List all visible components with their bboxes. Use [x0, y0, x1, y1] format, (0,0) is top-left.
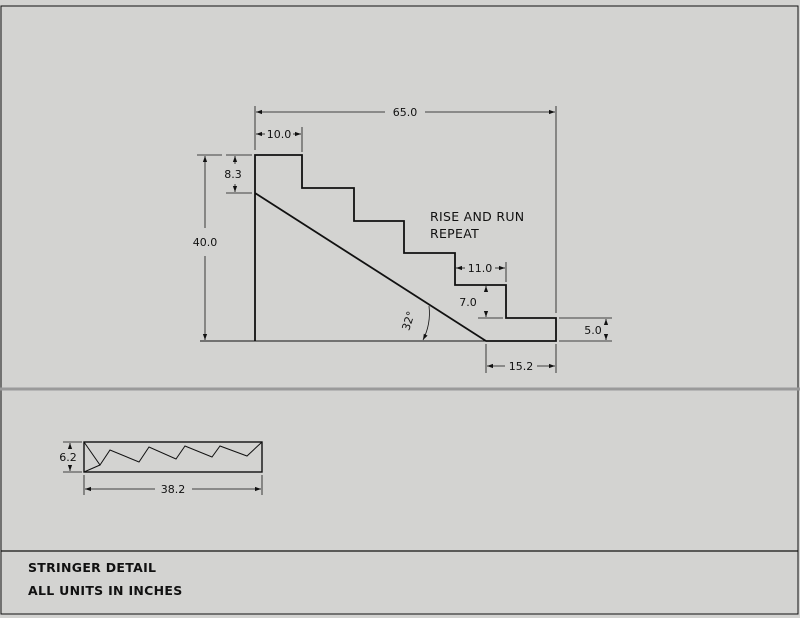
units-note: ALL UNITS IN INCHES	[28, 583, 183, 598]
dim-label-overall-height: 40.0	[193, 236, 218, 249]
dimension-angle: 32°	[399, 305, 430, 341]
dim-label-bottom-run: 15.2	[509, 360, 534, 373]
sheet-border	[0, 5, 799, 615]
note-rise-run-line1: RISE AND RUN	[430, 209, 524, 224]
dimension-overall-length: 65.0	[254, 106, 557, 313]
title-block: STRINGER DETAIL ALL UNITS IN INCHES	[28, 560, 183, 598]
stringer-profile-view: 65.0 10.0 8.3 40.0 RISE AND RUN REPEAT	[193, 106, 612, 373]
dimension-tread: 11.0	[456, 262, 507, 282]
dim-label-riser: 7.0	[459, 296, 477, 309]
dim-label-top-riser: 8.3	[224, 168, 242, 181]
board-outline	[83, 441, 263, 473]
dimension-board-width: 6.2	[59, 441, 82, 473]
dimension-bottom-run: 15.2	[485, 344, 557, 373]
dim-label-tread: 11.0	[468, 262, 493, 275]
drawing-title: STRINGER DETAIL	[28, 560, 156, 575]
dim-label-overall-length: 65.0	[393, 106, 418, 119]
stringer-cut-line-top	[83, 441, 263, 466]
note-rise-run-line2: REPEAT	[430, 226, 479, 241]
dimension-board-length: 38.2	[83, 475, 263, 496]
dimension-riser: 7.0	[459, 286, 503, 319]
dim-label-bottom-height: 5.0	[584, 324, 602, 337]
stringer-cut-line-bottom	[83, 442, 101, 473]
dim-label-board-width: 6.2	[59, 451, 77, 464]
dim-label-board-length: 38.2	[161, 483, 186, 496]
dimension-top-tread: 10.0	[256, 127, 303, 152]
dim-label-angle: 32°	[399, 310, 417, 333]
dimension-bottom-height: 5.0	[559, 317, 612, 342]
dimension-top-riser: 8.3	[224, 154, 252, 194]
cutting-layout-view: 6.2 38.2	[59, 441, 263, 496]
stringer-outline	[254, 154, 557, 342]
dimension-overall-height: 40.0	[193, 154, 222, 340]
dim-label-top-tread: 10.0	[267, 128, 292, 141]
angle-arc	[422, 305, 430, 341]
